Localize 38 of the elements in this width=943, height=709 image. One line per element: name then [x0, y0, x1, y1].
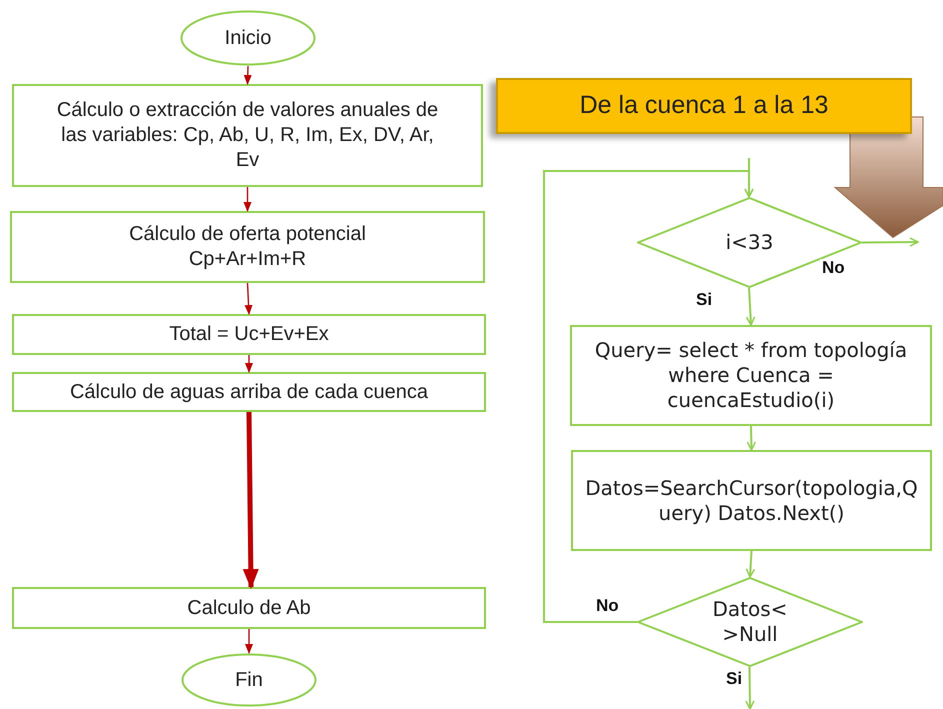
arrow [244, 66, 252, 85]
node-text: Fin [234, 668, 264, 692]
process-box [12, 84, 483, 187]
node-text: Cálculo de oferta potencial Cp+Ar+Im+R [128, 222, 367, 272]
edge-label: No [594, 597, 621, 614]
arrow [245, 355, 253, 373]
process-box [12, 372, 486, 412]
node-text: Total = Uc+Ev+Ex [168, 322, 330, 347]
decision-diamond [637, 577, 863, 667]
arrow [746, 550, 756, 578]
arrow [242, 412, 259, 589]
node-text: Query= select * from topología where Cuenca = cuencaEstudio(i) [594, 338, 908, 413]
arrow [862, 237, 919, 247]
node-text: i<33 [724, 230, 774, 255]
process-box [570, 325, 932, 426]
loop-banner [496, 78, 912, 134]
node-text: Cálculo o extracción de valores anuales de las variables: Cp, Ab, U, R, Im, Ex, DV, Ar, Ev [56, 98, 440, 173]
arrow [244, 282, 253, 315]
decision-diamond [637, 197, 862, 288]
process-box [571, 450, 932, 551]
start-ellipse [180, 10, 316, 66]
arrow [745, 666, 755, 709]
arrow [746, 426, 756, 451]
arrow [543, 170, 754, 623]
node-text: Cálculo de aguas arriba de cada cuenca [68, 380, 430, 404]
process-box [12, 587, 486, 629]
arrow [245, 629, 253, 654]
node-text: Datos=SearchCursor(topologia,Query) Datos.Next() [584, 476, 919, 526]
end-ellipse [181, 653, 317, 707]
node-text: Calculo de Ab [186, 596, 312, 620]
edge-label: No [820, 259, 847, 276]
node-text: De la cuenca 1 a la 13 [578, 90, 830, 122]
node-text: Inicio [224, 26, 272, 50]
process-box [12, 314, 486, 355]
arrow [244, 187, 252, 212]
arrow [746, 288, 756, 326]
process-box [10, 211, 485, 283]
node-text: Datos<>Null [712, 597, 788, 647]
